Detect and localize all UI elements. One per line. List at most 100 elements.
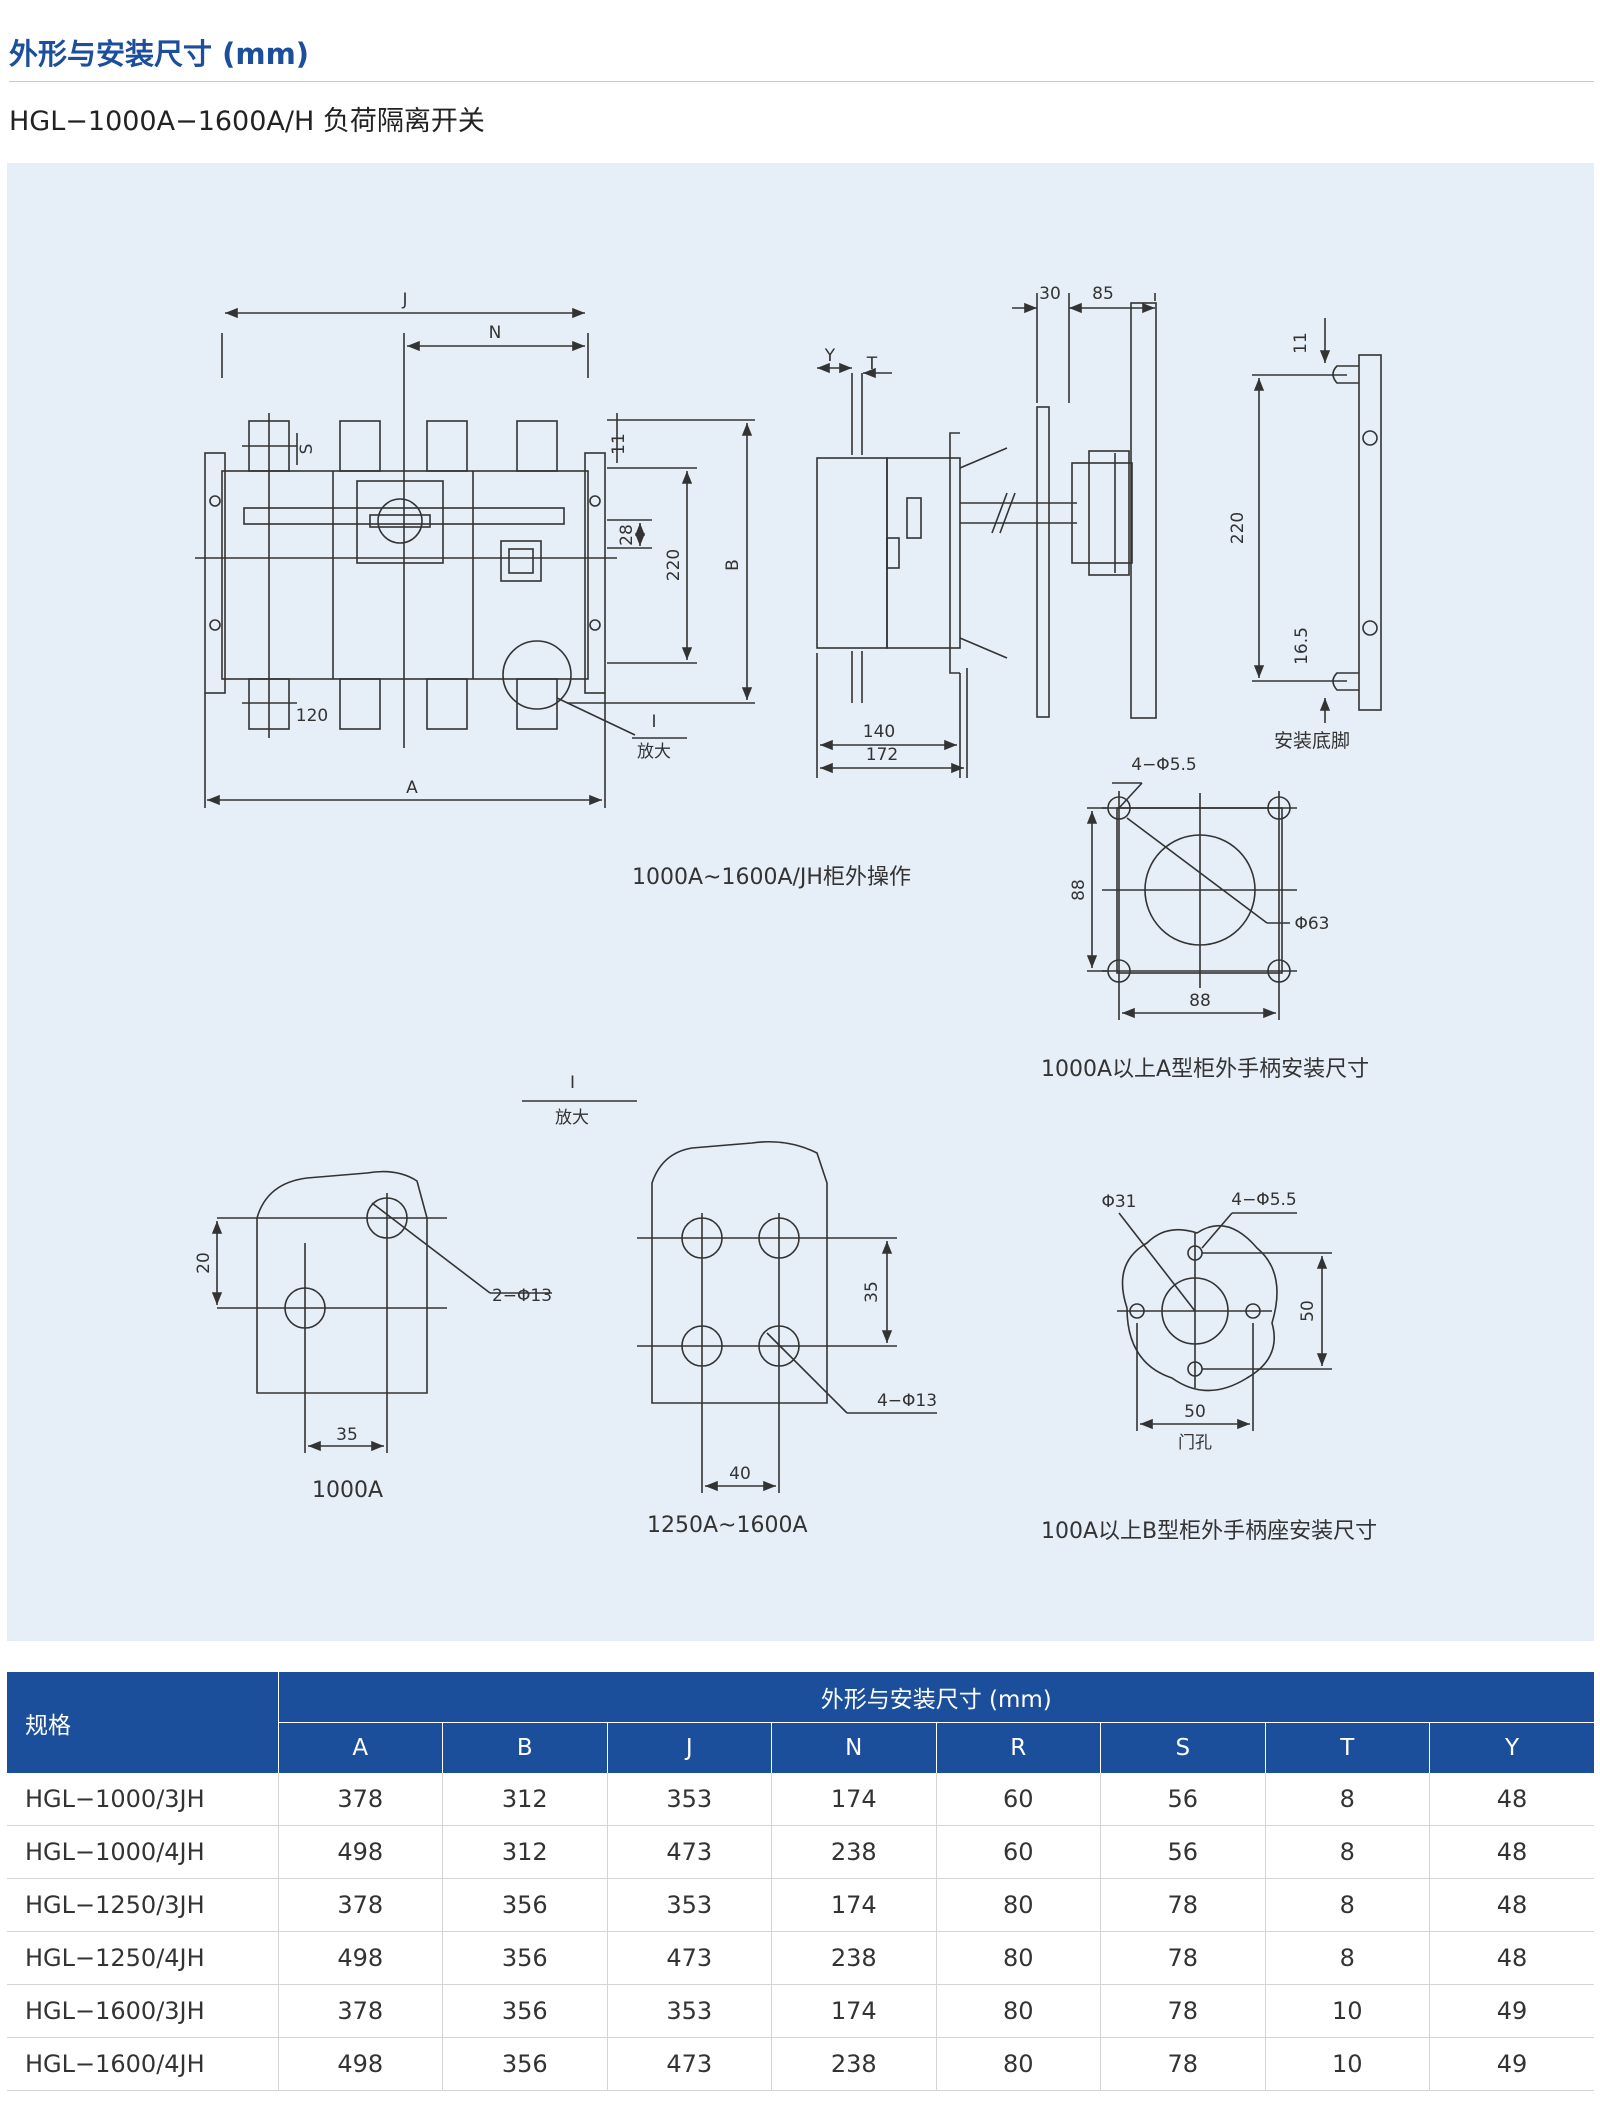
row-model: HGL−1600/4JH [7, 2037, 279, 2091]
cell-t: 10 [1265, 2037, 1430, 2091]
dim-label-11: 11 [609, 433, 629, 455]
front-view [195, 333, 636, 748]
caption-detail-enlarge: 放大 [555, 1108, 589, 1128]
dim-label-28: 28 [617, 524, 637, 546]
section-title: 外形与安装尺寸 (mm) [9, 37, 310, 71]
cell-j: 473 [607, 1825, 772, 1879]
caption-detail-1000a: 1000A [312, 1478, 384, 1503]
dimension-spec-table: 规格 外形与安装尺寸 (mm) A B J N R S T Y HGL−1000… [7, 1672, 1594, 2091]
caption-mount-foot: 安装底脚 [1274, 730, 1351, 752]
cell-a: 498 [278, 2037, 443, 2091]
dimension-group-header: 外形与安装尺寸 (mm) [278, 1672, 1594, 1723]
dim-label-phi31: Φ31 [1101, 1192, 1136, 1212]
cell-a: 378 [278, 1878, 443, 1932]
dim-label-85: 85 [1092, 284, 1114, 304]
cell-a: 498 [278, 1825, 443, 1879]
cell-r: 60 [936, 1825, 1101, 1879]
front-view-dimensions [204, 307, 755, 808]
caption-handle-a: 1000A以上A型柜外手柄安装尺寸 [1041, 1057, 1370, 1082]
cell-a: 498 [278, 1931, 443, 1985]
dim-label-20: 20 [194, 1252, 214, 1274]
dim-label-y: Y [824, 346, 836, 366]
cell-j: 473 [607, 2037, 772, 2091]
cell-y: 49 [1429, 2037, 1594, 2091]
dim-label-172: 172 [866, 745, 898, 765]
cell-s: 78 [1100, 1984, 1266, 2038]
caption-handle-b: 100A以上B型柜外手柄座安装尺寸 [1041, 1519, 1378, 1544]
dim-label-enlarge: 放大 [637, 742, 671, 762]
cell-n: 238 [771, 2037, 937, 2091]
cell-b: 356 [442, 2037, 608, 2091]
cell-t: 8 [1265, 1773, 1430, 1826]
cell-s: 56 [1100, 1773, 1266, 1826]
cell-y: 48 [1429, 1931, 1594, 1985]
row-model: HGL−1000/4JH [7, 1825, 279, 1879]
cell-s: 78 [1100, 1878, 1266, 1932]
cell-n: 238 [771, 1825, 937, 1879]
row-model: HGL−1250/3JH [7, 1878, 279, 1932]
dim-label-b: B [723, 559, 743, 571]
dim-label-j: J [401, 290, 407, 310]
dim-label-4-phi13: 4−Φ13 [877, 1391, 937, 1411]
cell-j: 353 [607, 1773, 772, 1826]
dim-label-120: 120 [296, 706, 328, 726]
handle-b-drawing [1117, 1212, 1297, 1392]
detail-1250a [637, 1140, 937, 1493]
column-header-j: J [606, 1722, 772, 1773]
table-row: HGL−1250/4JH 498 356 473 238 80 78 8 48 [7, 1931, 1594, 1985]
product-subtitle: HGL−1000A−1600A/H 负荷隔离开关 [9, 106, 485, 137]
cell-r: 80 [936, 1931, 1101, 1985]
dim-label-t: T [866, 354, 878, 374]
dim-label-220: 220 [664, 549, 684, 581]
caption-detail-1250a: 1250A~1600A [647, 1513, 808, 1538]
dim-label-4-phi55-b: 4−Φ5.5 [1231, 1190, 1296, 1210]
dimension-drawing: J N S 11 28 220 B 120 A I 放大 Y T 30 85 1… [194, 284, 1382, 1493]
cell-y: 49 [1429, 1984, 1594, 2038]
table-row: HGL−1000/4JH 498 312 473 238 60 56 8 48 [7, 1825, 1594, 1879]
cell-n: 174 [771, 1984, 937, 2038]
dim-label-n: N [489, 323, 502, 343]
dim-label-foot-11: 11 [1291, 332, 1311, 354]
cell-s: 56 [1100, 1825, 1266, 1879]
cell-s: 78 [1100, 1931, 1266, 1985]
column-header-y: Y [1429, 1722, 1594, 1773]
cell-t: 8 [1265, 1825, 1430, 1879]
dim-label-door-hole: 门孔 [1178, 1433, 1212, 1453]
cell-r: 60 [936, 1773, 1101, 1826]
cell-y: 48 [1429, 1878, 1594, 1932]
column-header-b: B [442, 1722, 607, 1773]
cell-j: 353 [607, 1878, 772, 1932]
cell-t: 8 [1265, 1931, 1430, 1985]
column-header-a: A [277, 1722, 443, 1773]
cell-a: 378 [278, 1773, 443, 1826]
caption-front-view: 1000A~1600A/JH柜外操作 [632, 865, 911, 890]
dim-label-foot-16-5: 16.5 [1292, 627, 1312, 665]
cell-r: 80 [936, 1878, 1101, 1932]
handle-a-drawing [1102, 791, 1297, 988]
side-view-dimensions [816, 293, 1156, 778]
dim-label-88-horizontal: 88 [1189, 991, 1211, 1011]
handle-b-dimensions [1136, 1252, 1332, 1431]
title-divider [9, 81, 1594, 82]
table-row: HGL−1000/3JH 378 312 353 174 60 56 8 48 [7, 1773, 1594, 1826]
dim-label-35-1000a: 35 [336, 1425, 358, 1445]
cell-a: 378 [278, 1984, 443, 2038]
cell-n: 174 [771, 1878, 937, 1932]
table-row: HGL−1250/3JH 378 356 353 174 80 78 8 48 [7, 1878, 1594, 1932]
row-model: HGL−1250/4JH [7, 1931, 279, 1985]
handle-a-dimensions [1086, 782, 1290, 1020]
cell-t: 10 [1265, 1984, 1430, 2038]
dim-label-88-vertical: 88 [1069, 879, 1089, 901]
dim-label-a: A [406, 778, 418, 798]
dimension-labels: J N S 11 28 220 B 120 A I 放大 Y T 30 85 1… [194, 284, 1330, 1484]
dim-label-4-phi55: 4−Φ5.5 [1131, 755, 1196, 775]
dim-label-s: S [297, 444, 317, 455]
caption-detail-i: I [570, 1073, 576, 1093]
dim-label-50-horizontal: 50 [1184, 1402, 1206, 1422]
technical-drawing-panel: J N S 11 28 220 B 120 A I 放大 Y T 30 85 1… [7, 163, 1594, 1641]
dim-label-foot-220: 220 [1228, 512, 1248, 544]
column-header-r: R [935, 1722, 1101, 1773]
cell-j: 353 [607, 1984, 772, 2038]
dim-label-30: 30 [1039, 284, 1061, 304]
cell-n: 174 [771, 1773, 937, 1826]
